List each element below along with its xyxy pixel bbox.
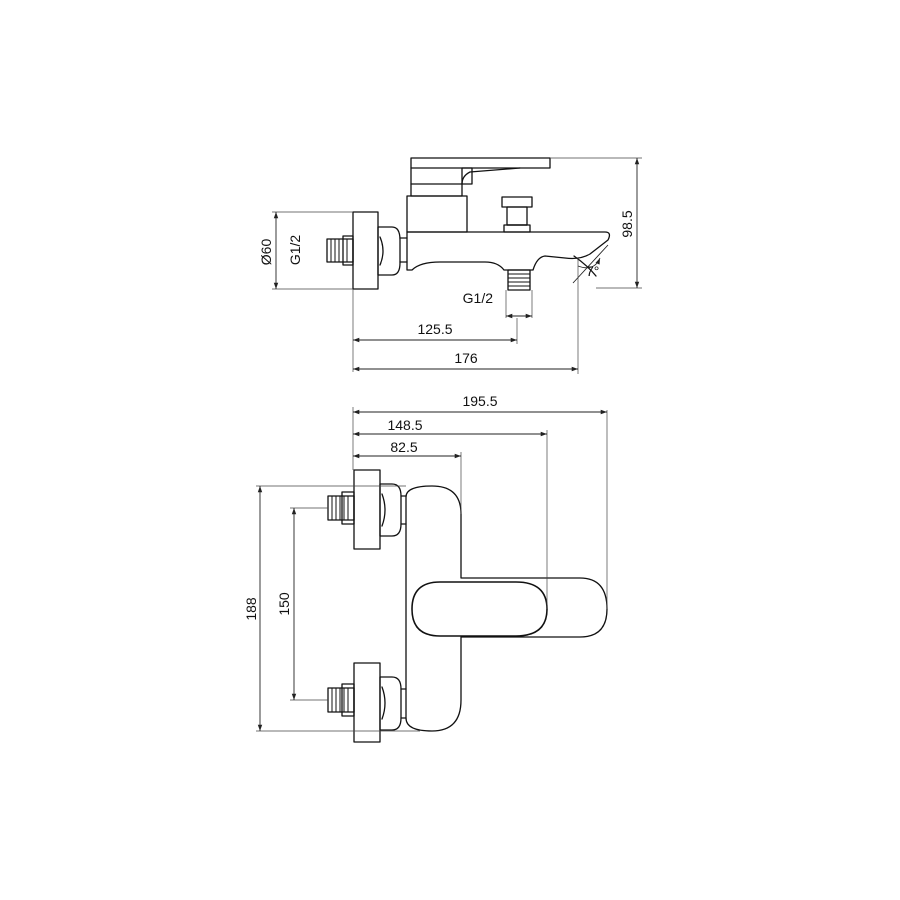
side-dim-outlet-label: 125.5 bbox=[417, 321, 452, 337]
top-dim-outer-label: 188 bbox=[243, 597, 259, 621]
side-height-label: 98.5 bbox=[619, 210, 635, 237]
side-mixer-body bbox=[406, 195, 468, 233]
top-upper-inlet bbox=[327, 469, 407, 550]
side-outlet-thread bbox=[507, 269, 531, 291]
side-angle-label: 7° bbox=[586, 263, 599, 279]
top-body-outline bbox=[405, 485, 608, 732]
side-diverter-knob bbox=[501, 196, 533, 233]
top-lever-paddle bbox=[411, 581, 548, 637]
side-wall-thread-label: G1/2 bbox=[287, 235, 303, 266]
top-dim-centers-label: 150 bbox=[276, 592, 292, 616]
side-inlet-thread bbox=[326, 235, 354, 266]
side-lever-handle bbox=[410, 157, 551, 197]
top-lower-inlet bbox=[327, 662, 407, 743]
top-dim-overall-label: 195.5 bbox=[462, 393, 497, 409]
side-spout bbox=[406, 231, 611, 271]
top-dim-handle-label: 148.5 bbox=[387, 417, 422, 433]
side-escutcheon bbox=[352, 211, 379, 290]
side-union-nut bbox=[377, 226, 401, 276]
side-dim-total-label: 176 bbox=[454, 350, 478, 366]
side-outlet-thread-label: G1/2 bbox=[463, 290, 494, 306]
side-angle-annotation: 7° bbox=[572, 244, 609, 284]
side-dia-label: Ø60 bbox=[258, 239, 274, 266]
top-view: 195.5 148.5 82.5 188 150 bbox=[243, 393, 608, 743]
side-view: 7° Ø60 G1/2 G1/2 98.5 125.5 176 bbox=[258, 157, 642, 374]
top-dim-body-label: 82.5 bbox=[390, 439, 417, 455]
